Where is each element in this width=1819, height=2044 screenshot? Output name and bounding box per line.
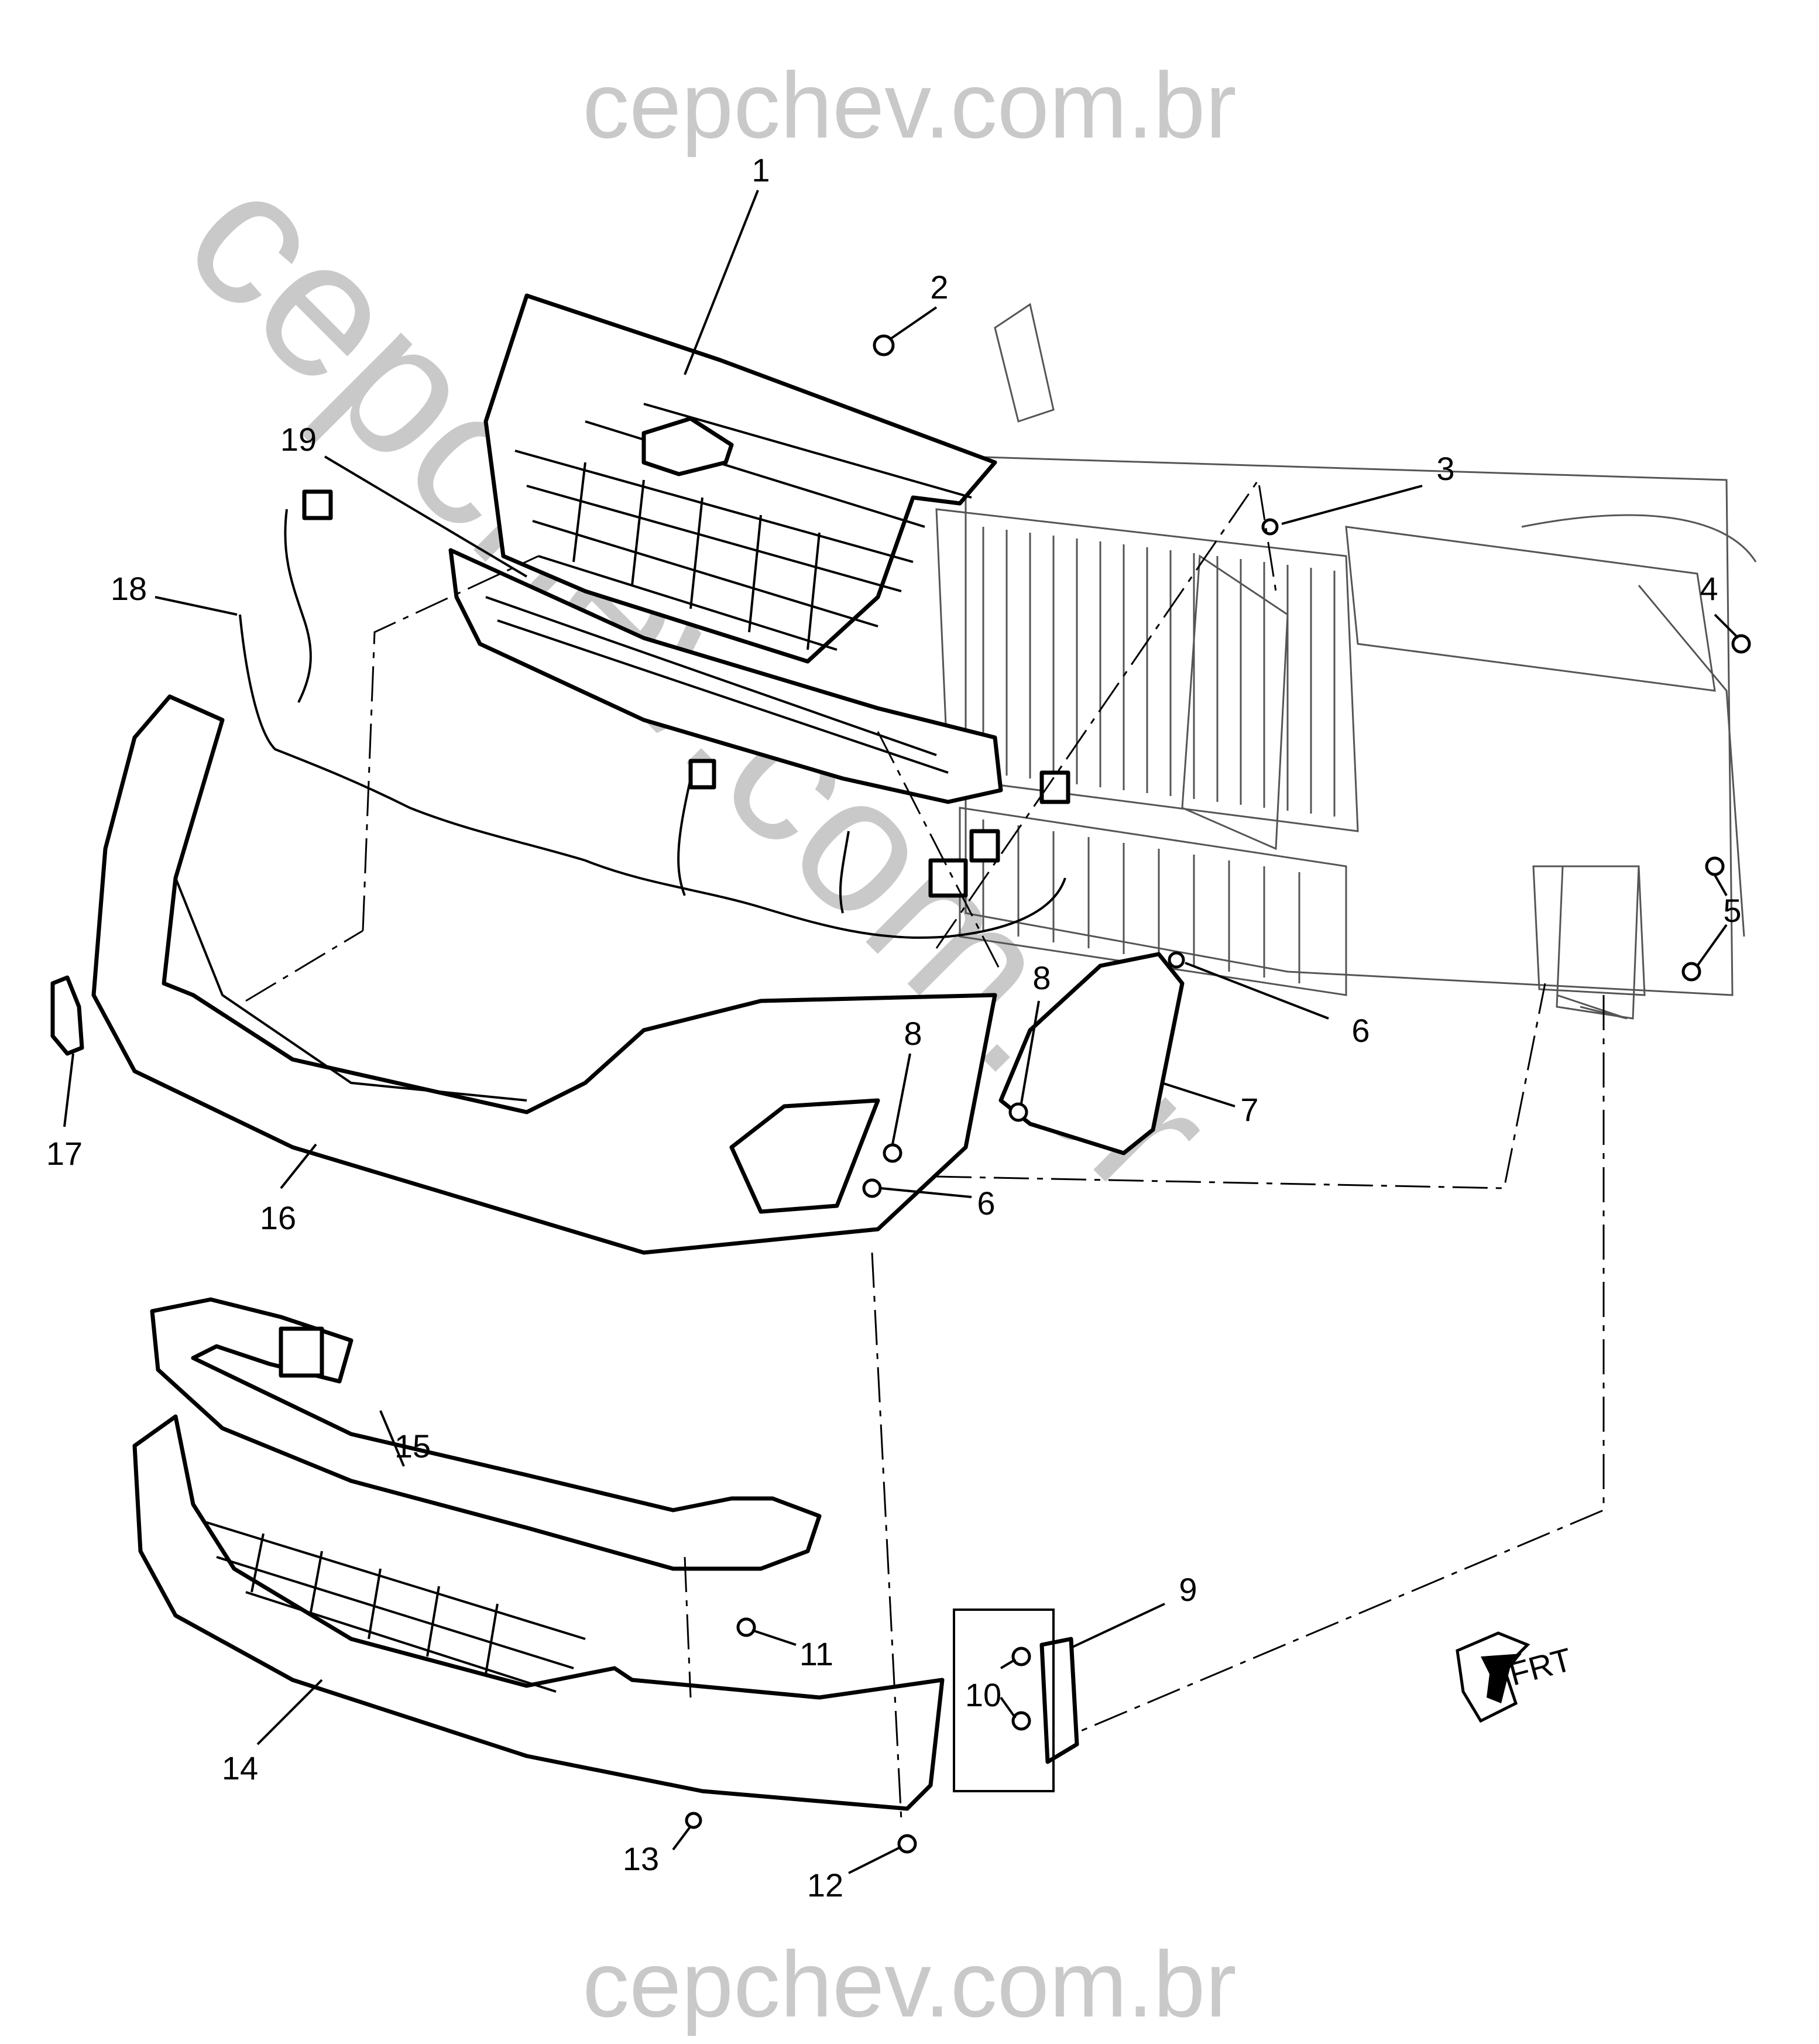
radiator-fins	[982, 527, 1336, 983]
callout-7: 7	[1240, 1091, 1258, 1128]
callout-1: 1	[751, 152, 770, 188]
callout-13: 13	[623, 1840, 659, 1877]
fastener-2	[873, 334, 895, 356]
callout-19: 19	[280, 421, 317, 458]
fastener-6a	[1168, 951, 1185, 969]
watermark-top: cepchev.com.br	[582, 53, 1237, 157]
callout-10: 10	[965, 1676, 1001, 1713]
fastener-13	[685, 1812, 702, 1829]
fastener-5a	[1705, 856, 1725, 876]
callout-6-upper: 6	[1351, 1012, 1370, 1049]
part-15-lower-support	[150, 1297, 822, 1571]
callout-5: 5	[1723, 892, 1741, 929]
fasteners	[685, 334, 1751, 1854]
fastener-6b	[862, 1178, 882, 1198]
callout-8-right: 8	[1032, 959, 1051, 996]
fastener-4	[1731, 634, 1751, 654]
callout-6-lower: 6	[977, 1185, 995, 1222]
part-5-deflector	[1556, 865, 1640, 1020]
callout-9: 9	[1179, 1571, 1197, 1608]
part-1-upper-grille	[483, 293, 997, 664]
leader-lines	[63, 190, 1739, 1874]
fastener-10b	[1011, 1711, 1031, 1731]
fastener-8a	[1008, 1102, 1028, 1122]
callout-17: 17	[46, 1135, 83, 1172]
callout-11: 11	[799, 1635, 833, 1672]
watermark-bottom: cepchev.com.br	[582, 1932, 1237, 2036]
fastener-5b	[1681, 962, 1701, 982]
part-18-wiring-harness	[239, 489, 1070, 939]
fastener-12	[897, 1834, 917, 1854]
part-17-tow-eye-cover	[50, 975, 84, 1056]
bowtie-emblem	[641, 416, 734, 476]
vehicle-front-structure	[935, 303, 1757, 1020]
callout-18: 18	[111, 570, 147, 607]
callout-14: 14	[222, 1750, 258, 1786]
fastener-3	[1261, 518, 1279, 536]
callout-4: 4	[1700, 570, 1718, 607]
part-9-bracket	[953, 1609, 1079, 1792]
fastener-8b	[883, 1143, 902, 1163]
part-16-front-bumper-fascia	[91, 694, 997, 1255]
fog-lamp-opening	[729, 1098, 880, 1214]
callout-15: 15	[394, 1428, 431, 1465]
callout-labels: 1 2 3 4 5 6 6 7 8 8 9 10 11 12 13 14 15 …	[46, 152, 1742, 1904]
front-direction-indicator: FRT	[1456, 1631, 1576, 1723]
callout-16: 16	[260, 1199, 296, 1236]
alignment-lines	[245, 478, 1605, 1821]
callout-3: 3	[1436, 450, 1454, 487]
callout-12: 12	[807, 1867, 843, 1904]
fastener-11	[736, 1617, 756, 1637]
part-14-lower-fascia	[132, 1414, 945, 1811]
part-19-fascia-support	[448, 548, 1003, 804]
fastener-10a	[1011, 1647, 1031, 1666]
callout-8-left: 8	[904, 1015, 922, 1052]
callout-2: 2	[930, 269, 948, 306]
